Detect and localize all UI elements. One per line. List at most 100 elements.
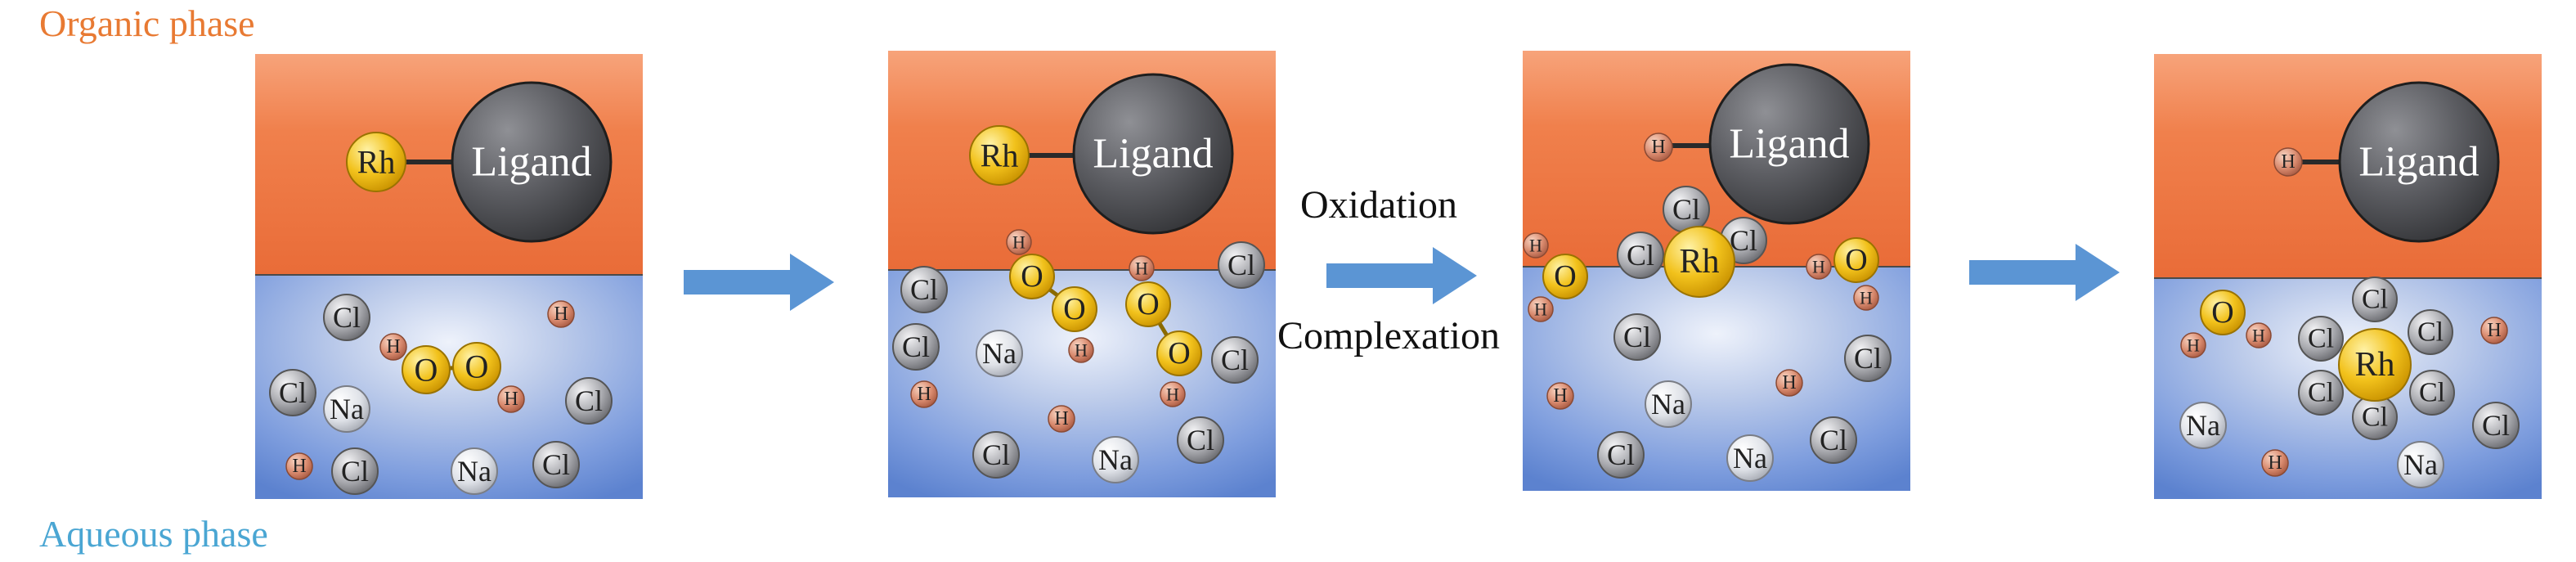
o-atom: O <box>1833 237 1879 283</box>
cl-atom: Cl <box>1844 335 1892 382</box>
cl-label: Cl <box>575 384 603 417</box>
cl-label: Cl <box>333 301 361 334</box>
na-atom: Na <box>1645 380 1692 428</box>
h-label: H <box>1553 385 1567 407</box>
ligand-atom: Ligand <box>2338 81 2500 243</box>
h-label: H <box>1012 232 1025 253</box>
hydrogen-peroxide: H O O H <box>1006 229 1097 363</box>
cl-atom: Cl <box>972 431 1020 479</box>
ligand-atom: Ligand <box>1708 63 1870 225</box>
na-label: Na <box>2403 448 2438 481</box>
cl-label: Cl <box>1854 342 1882 375</box>
rh-atom: Rh <box>1663 226 1735 298</box>
cl-label: Cl <box>1730 224 1757 257</box>
h-atom: H <box>2273 147 2303 177</box>
h-label: H <box>504 389 518 410</box>
cl-atom: Cl <box>1663 186 1710 233</box>
cl-label: Cl <box>341 455 369 488</box>
rh-atom: Rh <box>346 132 406 192</box>
h-atom: H <box>2246 322 2272 348</box>
h-atom: H <box>2180 332 2206 358</box>
h-atom: H <box>1129 255 1155 281</box>
rh-label: Rh <box>2354 346 2394 384</box>
h-atom: H <box>1160 381 1186 407</box>
rh-label: Rh <box>981 137 1019 174</box>
o-label: O <box>1554 259 1576 294</box>
na-atom: Na <box>1726 434 1774 482</box>
cl-label: Cl <box>910 273 938 306</box>
h-atom: H <box>547 300 575 328</box>
h-label: H <box>554 303 568 325</box>
panel-1: Ligand Rh O O H H Cl Cl Cl Cl Cl Na Na H… <box>255 54 643 499</box>
rh-label: Rh <box>1679 243 1719 281</box>
rh-atom: Rh <box>2338 328 2412 402</box>
cl-atom: Cl <box>2298 370 2344 416</box>
cl-atom: Cl <box>269 369 316 416</box>
water-molecule: O H H <box>1806 237 1879 311</box>
h-atom: H <box>285 452 313 480</box>
h-atom: H <box>1806 254 1832 280</box>
process-arrow <box>684 254 834 311</box>
o-atom: O <box>1125 281 1171 327</box>
ligand-atom: Ligand <box>1072 73 1234 235</box>
panel-2: Ligand Rh H O O H H O O H Cl Cl Cl Cl Cl… <box>888 51 1276 497</box>
h-label: H <box>917 384 931 405</box>
cl-label: Cl <box>2417 317 2444 348</box>
cl-label: Cl <box>1221 344 1249 376</box>
h-atom: H <box>1523 232 1549 259</box>
h-atom: H <box>2261 449 2289 477</box>
na-atom: Na <box>2397 441 2444 488</box>
cl-atom: Cl <box>1218 241 1265 289</box>
cl-label: Cl <box>1672 193 1700 226</box>
o-label: O <box>2211 295 2233 330</box>
o-atom: O <box>2200 290 2246 335</box>
cl-atom: Cl <box>1597 431 1645 479</box>
cl-label: Cl <box>982 438 1010 471</box>
h-label: H <box>2187 335 2200 356</box>
cl-atom: Cl <box>892 323 940 371</box>
cl-atom: Cl <box>565 377 613 425</box>
na-label: Na <box>1733 442 1767 474</box>
h-label: H <box>1812 257 1825 277</box>
oxidation-label: Oxidation <box>1300 183 1457 227</box>
h-atom: H <box>1006 229 1032 255</box>
hydrogen-peroxide: H O O H <box>1125 255 1202 407</box>
cl-label: Cl <box>2308 378 2334 408</box>
o-label: O <box>1168 336 1190 371</box>
h-label: H <box>2281 151 2295 173</box>
cl-atom: Cl <box>2298 316 2344 362</box>
h-label: H <box>1860 288 1873 308</box>
na-label: Na <box>2186 409 2220 442</box>
h-atom: H <box>1644 133 1673 162</box>
h-atom: H <box>379 333 407 361</box>
cl-atom: Cl <box>2409 370 2455 416</box>
cl-atom: Cl <box>1810 416 1857 464</box>
cl-label: Cl <box>279 376 307 409</box>
h-atom: H <box>1528 296 1554 322</box>
o-atom: O <box>1052 286 1097 332</box>
na-atom: Na <box>451 447 498 495</box>
cl-label: Cl <box>1627 239 1654 272</box>
cl-atom: Cl <box>1617 232 1664 279</box>
o-label: O <box>465 348 489 385</box>
rh-label: Rh <box>357 144 396 181</box>
na-atom: Na <box>2179 402 2227 449</box>
h-label: H <box>292 456 306 477</box>
ligand-label: Ligand <box>1729 121 1849 168</box>
h-atom: H <box>1048 405 1075 433</box>
h-atom: H <box>1775 369 1803 397</box>
cl-label: Cl <box>902 330 930 363</box>
cl-atom: Cl <box>532 441 580 488</box>
na-label: Na <box>330 393 364 425</box>
na-atom: Na <box>1092 436 1139 483</box>
cl-label: Cl <box>542 448 570 481</box>
h-label: H <box>1529 236 1542 256</box>
ligand-label: Ligand <box>1093 131 1213 178</box>
rh-atom: Rh <box>969 125 1030 186</box>
h-label: H <box>1651 137 1665 158</box>
o-atom: O <box>1156 330 1202 376</box>
cl-atom: Cl <box>1613 313 1661 361</box>
o-atom: O <box>1542 254 1588 299</box>
cl-atom: Cl <box>1211 336 1259 384</box>
